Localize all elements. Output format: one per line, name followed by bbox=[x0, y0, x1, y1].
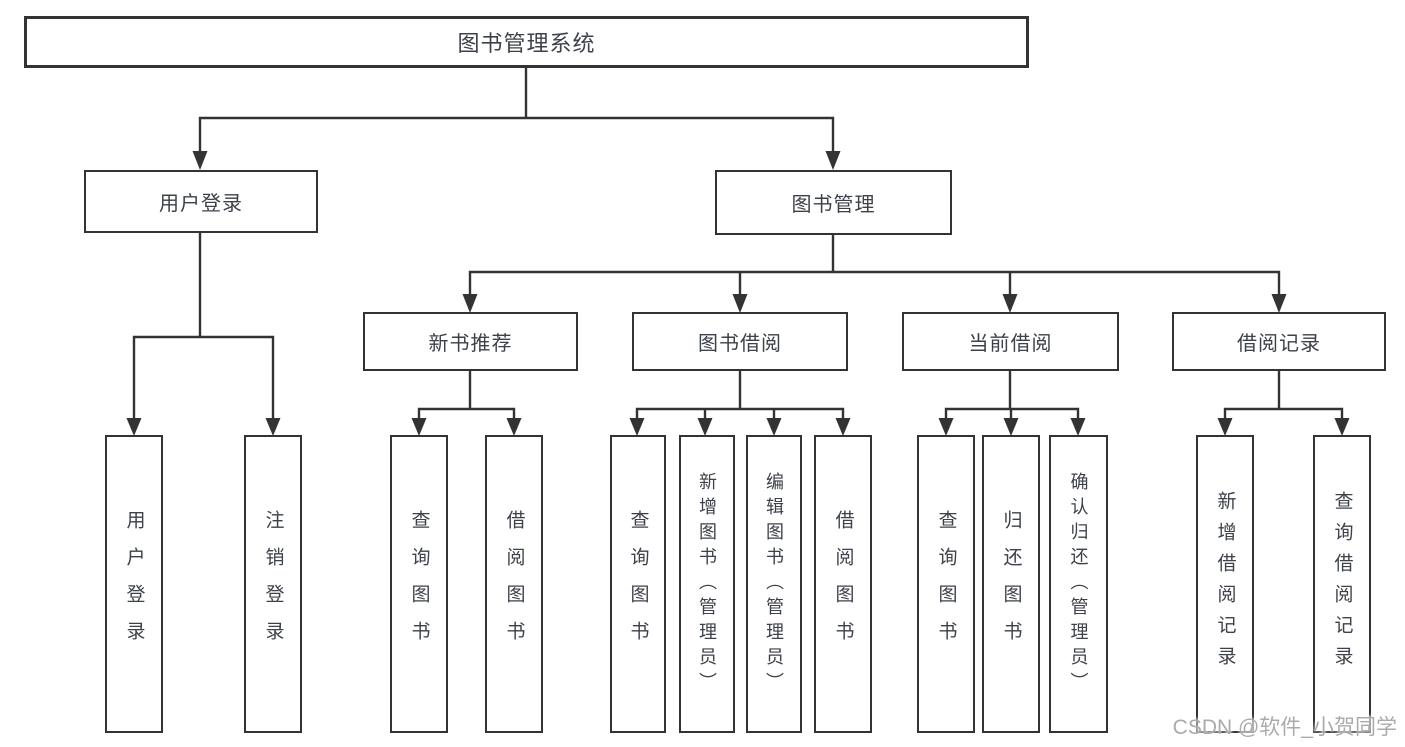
connector-book-management-to-level3 bbox=[462, 235, 1287, 313]
node-user-login: 用户登录 bbox=[84, 170, 318, 233]
node-borrow-record: 借阅记录 bbox=[1172, 312, 1386, 371]
node-current-borrow: 当前借阅 bbox=[902, 312, 1119, 371]
connector-user-login-to-leaves bbox=[126, 233, 281, 436]
leaf-query-borrow-record: 查询借阅记录 bbox=[1313, 435, 1371, 733]
leaf-add-borrow-record: 新增借阅记录 bbox=[1196, 435, 1254, 733]
node-book-management-label: 图书管理 bbox=[791, 194, 876, 216]
connector-borrow-record-to-leaves bbox=[1217, 371, 1350, 436]
node-book-management: 图书管理 bbox=[715, 170, 952, 235]
leaf-borrow-books-recommend: 借阅图书 bbox=[485, 435, 543, 733]
leaf-return-books: 归还图书 bbox=[982, 435, 1040, 733]
node-new-book-recommend-label: 新书推荐 bbox=[428, 333, 513, 355]
node-root: 图书管理系统 bbox=[24, 16, 1029, 68]
node-book-borrow-label: 图书借阅 bbox=[698, 333, 782, 355]
leaf-borrow-books: 借阅图书 bbox=[814, 435, 872, 733]
node-book-borrow: 图书借阅 bbox=[632, 312, 848, 371]
connector-book-borrow-to-leaves bbox=[629, 371, 851, 436]
leaf-logout-login: 注销登录 bbox=[244, 435, 302, 733]
leaf-edit-books-admin: 编辑图书（管理员） bbox=[746, 435, 802, 733]
leaf-add-books-admin: 新增图书（管理员） bbox=[679, 435, 735, 733]
leaf-confirm-return-admin: 确认归还（管理员） bbox=[1049, 435, 1108, 733]
node-borrow-record-label: 借阅记录 bbox=[1237, 333, 1321, 355]
leaf-query-books-borrow: 查询图书 bbox=[610, 435, 666, 733]
connector-current-borrow-to-leaves bbox=[938, 371, 1086, 436]
node-current-borrow-label: 当前借阅 bbox=[968, 333, 1053, 355]
leaf-query-books-recommend: 查询图书 bbox=[390, 435, 448, 733]
connector-root-to-level2 bbox=[192, 68, 841, 170]
watermark: CSDN @软件_小贺同学 bbox=[1172, 716, 1397, 739]
connector-new-book-recommend-to-leaves bbox=[411, 371, 522, 436]
node-user-login-label: 用户登录 bbox=[159, 193, 243, 215]
leaf-user-login: 用户登录 bbox=[105, 435, 163, 733]
node-root-label: 图书管理系统 bbox=[457, 31, 596, 56]
node-new-book-recommend: 新书推荐 bbox=[363, 312, 578, 371]
leaf-query-books-current: 查询图书 bbox=[917, 435, 975, 733]
